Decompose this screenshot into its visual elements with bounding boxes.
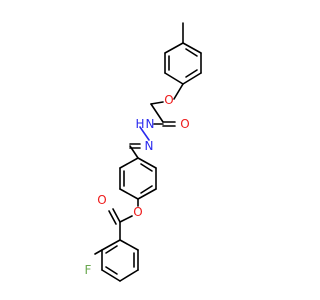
bond-ether-o-to-ch2 <box>150 101 164 105</box>
molecule-structure-diagram: O O H N N O O F <box>85 22 202 282</box>
atom-label-ester-carbonyl-oxygen: O <box>97 193 106 207</box>
bond-ch-to-ring <box>129 145 139 159</box>
bond-ring-to-ether-o <box>173 83 184 100</box>
benzene-ring-central <box>119 157 157 200</box>
bond-ch2-to-carbonyl <box>150 103 164 123</box>
bond-ester-c-o-2 <box>108 210 117 225</box>
svg-text:O: O <box>133 205 142 219</box>
bond-ring-to-f <box>94 249 103 255</box>
svg-text:N: N <box>146 117 155 131</box>
bond-ester-o-to-c <box>119 215 133 223</box>
svg-text:N: N <box>145 139 154 153</box>
atom-label-fluorine: F <box>85 263 92 277</box>
benzene-ring-fluorophenyl <box>101 239 139 282</box>
atom-label-ester-link-oxygen: O <box>133 205 142 219</box>
svg-text:F: F <box>85 263 92 277</box>
atom-label-amide-nitrogen: N <box>146 117 155 131</box>
bond-ester-c-o-1 <box>112 208 121 223</box>
svg-text:O: O <box>97 193 106 207</box>
atom-label-ether-oxygen: O <box>164 93 173 107</box>
atom-label-nh-hydrogen: H <box>135 117 144 131</box>
svg-text:O: O <box>164 93 173 107</box>
bond-n-n <box>139 126 150 141</box>
svg-text:O: O <box>180 117 189 131</box>
benzene-ring-tolyl <box>164 42 202 85</box>
atom-label-imine-nitrogen: N <box>145 139 154 153</box>
svg-text:H: H <box>135 117 144 131</box>
atom-label-amide-oxygen: O <box>180 117 189 131</box>
